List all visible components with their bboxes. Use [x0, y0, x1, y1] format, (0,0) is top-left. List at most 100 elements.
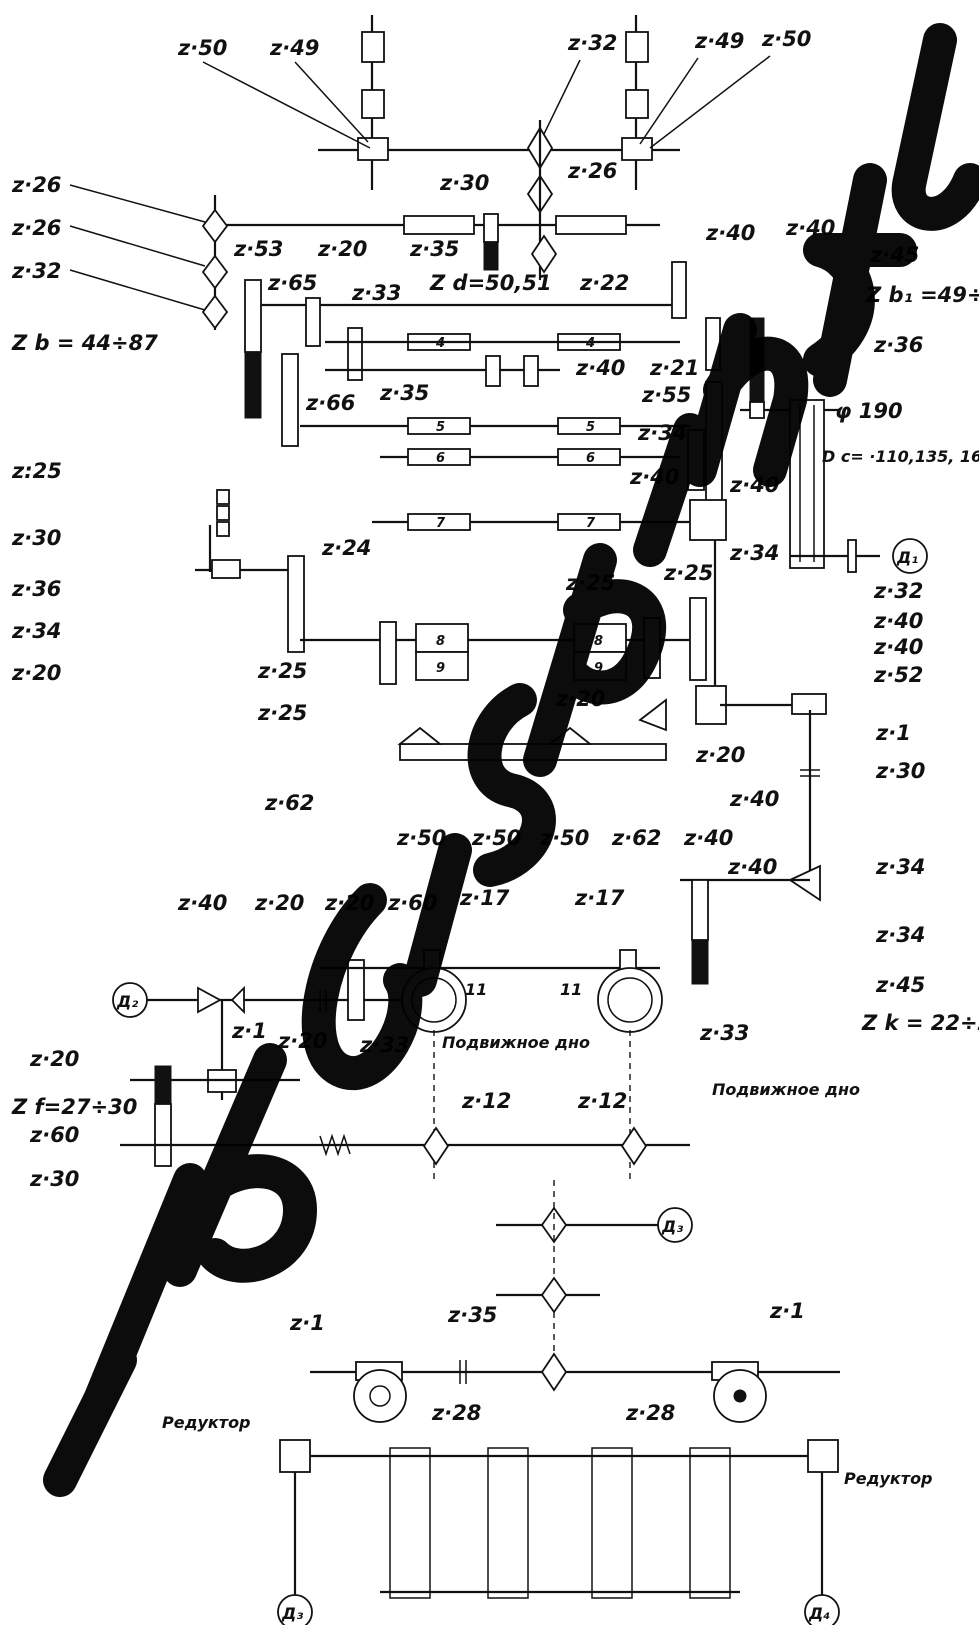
bevel-gear-left-2 [201, 254, 229, 290]
third-shaft-group: 4 4 [244, 261, 765, 447]
coupling-d1 [847, 539, 857, 573]
drum-11b-inner [607, 977, 653, 1023]
gear-z20-z60 [347, 959, 365, 1021]
label: z·20 [29, 1047, 79, 1071]
label: z·50 [396, 826, 446, 850]
watermark [43, 23, 979, 1497]
label: z·1 [289, 1311, 325, 1335]
label: Z k = 22÷26 [861, 1011, 979, 1035]
watermark-stroke [163, 1043, 318, 1287]
roller-column [591, 1447, 633, 1599]
gear-z36 [749, 401, 765, 419]
label: z·62 [264, 791, 314, 815]
label: z·40 [727, 855, 777, 879]
motor-label: Д₃ [661, 1217, 683, 1236]
watermark-stroke [683, 313, 809, 487]
bevel-right [638, 698, 667, 732]
motor-label: Д₂ [116, 992, 138, 1011]
label: Z b₁ =49÷76 [865, 283, 979, 307]
label: z·40 [575, 356, 625, 380]
gear-zk [691, 939, 709, 985]
label: z·34 [729, 541, 779, 565]
box-label: 4 [435, 336, 445, 351]
label: z·26 [567, 159, 617, 183]
labels-group: z·50 z·49 z·32 z·49 z·50 z·26 z·26 z·32 … [11, 27, 979, 1488]
label: z·50 [761, 27, 811, 51]
label: z·60 [29, 1123, 79, 1147]
label: z·36 [873, 333, 923, 357]
gear-z40-z45 [691, 879, 709, 941]
label: z·1 [875, 721, 911, 745]
label: z·45 [875, 973, 925, 997]
bevel-middle [540, 1276, 568, 1314]
gear-z33-z35 [347, 327, 363, 381]
box-label: 6 [436, 451, 445, 466]
left-column-gear-1 [361, 31, 385, 63]
box-label: 4 [585, 336, 595, 351]
gear-z24-z20 [287, 555, 305, 653]
label: Редуктор [162, 1413, 251, 1432]
right-column-gear-1 [625, 31, 649, 63]
small-gear [216, 521, 230, 537]
label: z·17 [574, 886, 625, 910]
box-label: 7 [436, 516, 446, 531]
label: z·20 [11, 661, 61, 685]
watermark-stroke [813, 163, 917, 397]
bevel-d2-b [230, 985, 245, 1015]
label: z·28 [431, 1401, 481, 1425]
motor-label: Д₁ [896, 548, 918, 567]
label: Подвижное дно [442, 1033, 590, 1052]
label: Редуктор [844, 1469, 933, 1488]
roller-column [389, 1447, 431, 1599]
label: z·20 [695, 743, 745, 767]
right-column-gear-3 [621, 137, 653, 161]
label: z·40 [873, 635, 923, 659]
label: z·12 [461, 1089, 511, 1113]
box-label: 9 [594, 661, 603, 676]
motor-label: Д₃ [281, 1604, 303, 1623]
watermark-stroke [403, 833, 472, 997]
gear-zf [154, 1065, 172, 1105]
label: z·35 [409, 237, 459, 261]
right-column-gear-2 [625, 89, 649, 119]
reducer-left [279, 1439, 311, 1473]
bevel-z34 [788, 864, 821, 902]
label: z·34 [11, 619, 61, 643]
leader-line [294, 61, 369, 143]
second-shaft-group [69, 184, 660, 330]
bevel-z35 [540, 1352, 568, 1392]
clutch-box-7a [407, 513, 471, 531]
bevel-gear-left-1 [201, 208, 229, 244]
label: z·34 [875, 855, 925, 879]
gear-z65-z20 [305, 297, 321, 347]
box-label: 8 [436, 634, 445, 649]
motor-d1 [892, 538, 928, 574]
label: z·21 [649, 356, 699, 380]
label: z·55 [641, 383, 691, 407]
watermark-stroke [301, 883, 423, 1090]
watermark-stroke [83, 1163, 207, 1417]
clutch-box-5a [407, 417, 471, 435]
label: Подвижное дно [712, 1080, 860, 1099]
label: z·40 [683, 826, 733, 850]
roller-column [487, 1447, 529, 1599]
gear-z60-z30 [154, 1103, 172, 1167]
clutch-box-7b [557, 513, 621, 531]
label: z·34 [875, 923, 925, 947]
label: z·26 [11, 173, 61, 197]
spring [319, 1133, 351, 1157]
left-column-gear-3 [357, 137, 389, 161]
left-column-gear-2 [361, 89, 385, 119]
label: z·33 [351, 281, 401, 305]
gear-small [523, 355, 539, 387]
gear-z66-z25 [281, 353, 299, 447]
watermark-stroke [891, 23, 979, 231]
label: z:25 [11, 459, 62, 483]
label: z·40 [873, 609, 923, 633]
bevel-left [397, 726, 443, 745]
label: z·35 [447, 1303, 497, 1327]
leader-line [639, 57, 699, 145]
label: z·36 [11, 577, 61, 601]
motor-d4-bottom [804, 1594, 840, 1625]
clutch-box-5b [557, 417, 621, 435]
